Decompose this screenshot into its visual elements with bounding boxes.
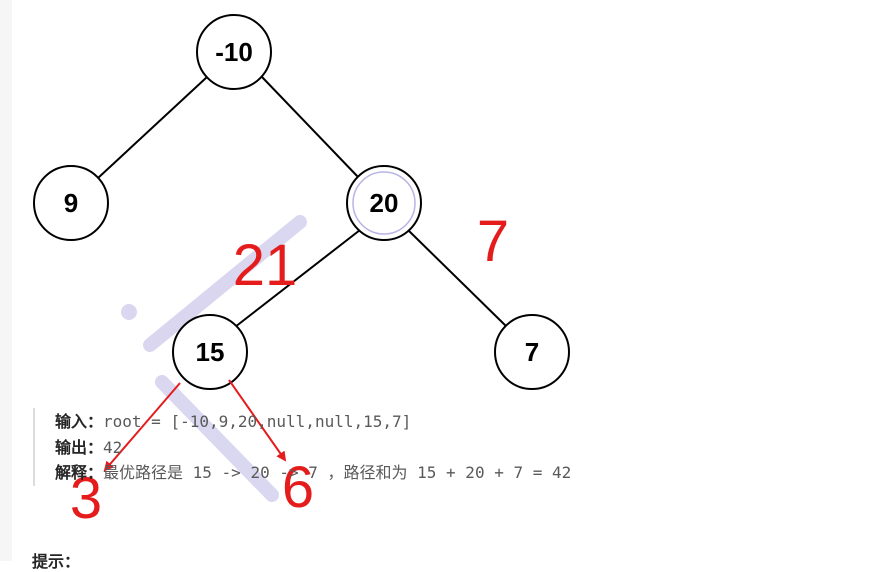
annotation-right-path-sum: 7 (477, 209, 509, 274)
input-label: 输入： (55, 412, 104, 431)
annotation-left-path-sum: 21 (233, 233, 298, 298)
node-value: 20 (370, 188, 399, 218)
annotation-left-child-value: 3 (70, 466, 102, 531)
explain-value: 最优路径是 15 -> 20 -> 7 ，路径和为 15 + 20 + 7 = … (103, 463, 572, 482)
left-gutter (0, 0, 12, 561)
tree-node-left: 9 (33, 165, 109, 241)
pen-scribble (121, 215, 307, 502)
node-value: 15 (196, 337, 225, 367)
tree-node-root: -10 (196, 14, 272, 90)
example-block: 输入：root = [-10,9,20,null,null,15,7] 输出：4… (33, 408, 735, 486)
node-highlight-ring (352, 171, 416, 235)
tree-node-right-left: 15 (172, 314, 248, 390)
explain-label: 解释： (55, 463, 104, 482)
edge-right-rightright (407, 229, 508, 328)
example-output-row: 输出：42 (55, 436, 122, 460)
tree-node-right: 20 (346, 165, 422, 241)
annotation-arrow-right (228, 379, 287, 462)
edge-root-left (97, 76, 208, 179)
output-value: 42 (103, 438, 123, 457)
edge-root-right (261, 76, 360, 179)
node-value: 7 (525, 337, 539, 367)
node-value: 9 (64, 188, 78, 218)
annotation-arrow-left (103, 382, 181, 472)
output-label: 输出： (55, 438, 104, 457)
node-value: -10 (215, 37, 253, 67)
example-explain-row: 解释：最优路径是 15 -> 20 -> 7 ，路径和为 15 + 20 + 7… (55, 461, 571, 485)
input-value: root = [-10,9,20,null,null,15,7] (103, 412, 412, 431)
edge-right-rightleft (234, 229, 361, 328)
annotation-right-child-value: 6 (282, 455, 314, 520)
tips-heading: 提示： (32, 552, 81, 571)
example-input-row: 输入：root = [-10,9,20,null,null,15,7] (55, 410, 411, 434)
tree-node-right-right: 7 (494, 314, 570, 390)
